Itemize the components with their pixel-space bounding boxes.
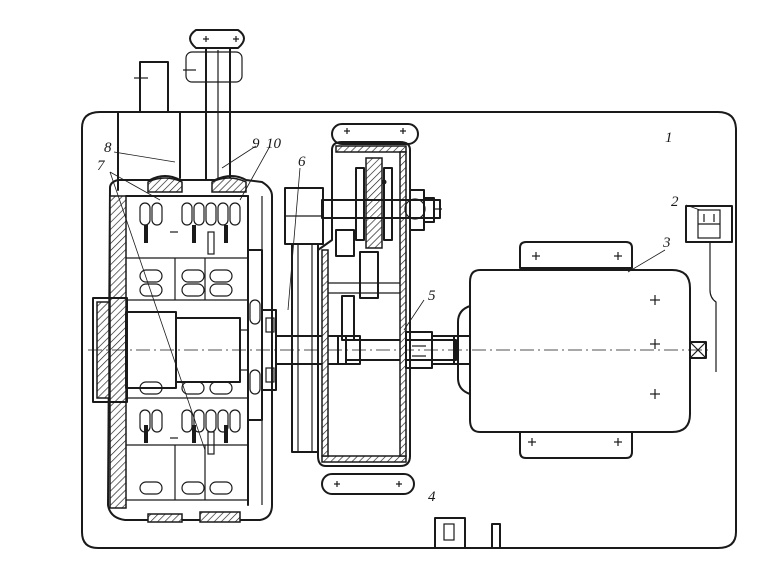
spring-row-upper-mid bbox=[139, 269, 233, 297]
pulley bbox=[284, 187, 324, 453]
spring-row-lower-mid bbox=[139, 381, 233, 395]
callout-4: 4 bbox=[428, 489, 436, 505]
rear-post bbox=[134, 61, 196, 113]
terminal-box bbox=[685, 205, 733, 372]
bottom-fittings bbox=[434, 517, 501, 549]
callout-2: 2 bbox=[671, 194, 679, 210]
callout-7: 7 bbox=[97, 158, 106, 174]
callout-10: 10 bbox=[266, 136, 282, 152]
callout-8: 8 bbox=[104, 140, 112, 156]
spring-packs bbox=[139, 202, 241, 495]
lever-link bbox=[185, 29, 245, 181]
callout-6: 6 bbox=[298, 154, 306, 170]
electric-motor bbox=[453, 241, 707, 459]
guide-columns bbox=[117, 111, 181, 191]
callout-3: 3 bbox=[662, 235, 671, 251]
callout-5: 5 bbox=[428, 288, 436, 304]
spring-row-top bbox=[139, 202, 241, 255]
callout-9: 9 bbox=[252, 136, 260, 152]
gearbox bbox=[317, 123, 455, 495]
callout-1: 1 bbox=[665, 130, 673, 146]
spring-row-bottom bbox=[139, 409, 241, 495]
base-plate bbox=[81, 111, 737, 549]
leader-lines bbox=[109, 145, 701, 451]
callout-labels: 1 2 3 4 5 6 7 8 9 10 bbox=[97, 130, 679, 505]
